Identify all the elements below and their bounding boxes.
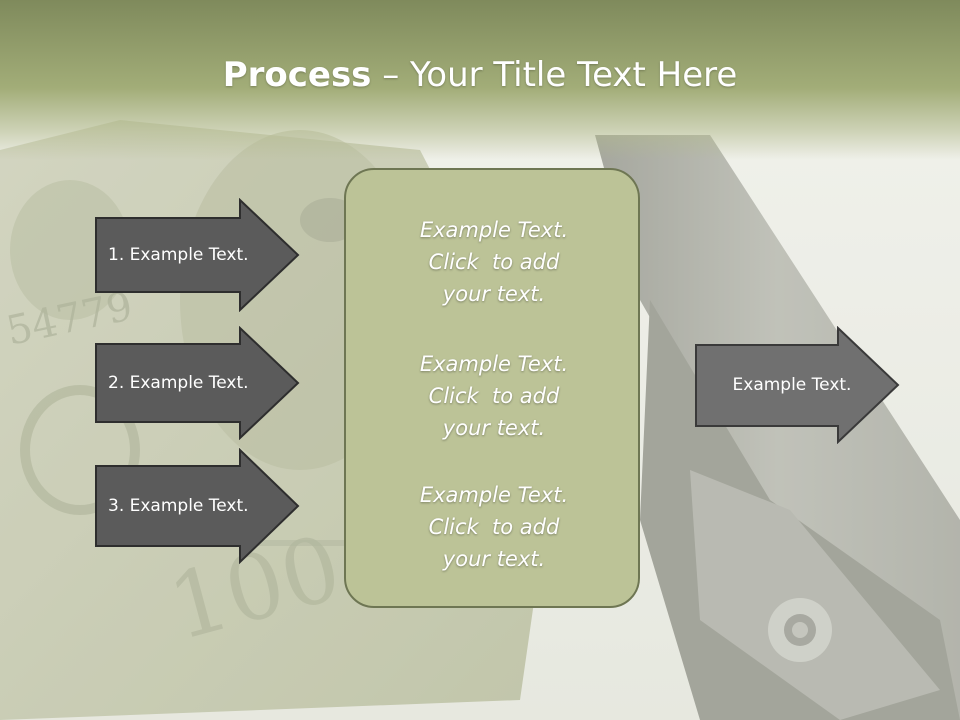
result-arrow[interactable]: Example Text. xyxy=(694,326,900,444)
step-arrow-1[interactable]: 1. Example Text. xyxy=(94,198,300,312)
block-line: Example Text. xyxy=(419,483,569,507)
title-bold-part: Process xyxy=(222,55,372,95)
arrow-shape xyxy=(95,448,300,564)
block-line: Example Text. xyxy=(419,218,569,242)
title-rest-part: – Your Title Text Here xyxy=(371,55,738,95)
step-arrow-1-label: 1. Example Text. xyxy=(108,245,249,265)
center-text-block-2[interactable]: Example Text. Click to add your text. xyxy=(346,348,642,444)
block-line: your text. xyxy=(442,416,546,440)
block-line: your text. xyxy=(442,547,546,571)
block-line: Click to add xyxy=(428,515,560,539)
center-text-block-3[interactable]: Example Text. Click to add your text. xyxy=(346,479,642,575)
arrow-shape xyxy=(95,326,300,440)
result-arrow-label: Example Text. xyxy=(732,375,852,395)
block-line: your text. xyxy=(442,282,546,306)
center-text-box[interactable]: Example Text. Click to add your text. Ex… xyxy=(344,168,640,608)
arrow-shape xyxy=(95,198,300,312)
block-line: Click to add xyxy=(428,384,560,408)
step-arrow-2[interactable]: 2. Example Text. xyxy=(94,326,300,440)
step-arrow-3[interactable]: 3. Example Text. xyxy=(94,448,300,564)
title-band xyxy=(0,0,960,160)
step-arrow-2-label: 2. Example Text. xyxy=(108,373,249,393)
slide-title[interactable]: Process – Your Title Text Here xyxy=(0,50,960,100)
arrow-shape xyxy=(695,326,900,444)
block-line: Click to add xyxy=(428,250,560,274)
step-arrow-3-label: 3. Example Text. xyxy=(108,496,249,516)
center-text-block-1[interactable]: Example Text. Click to add your text. xyxy=(346,214,642,310)
block-line: Example Text. xyxy=(419,352,569,376)
